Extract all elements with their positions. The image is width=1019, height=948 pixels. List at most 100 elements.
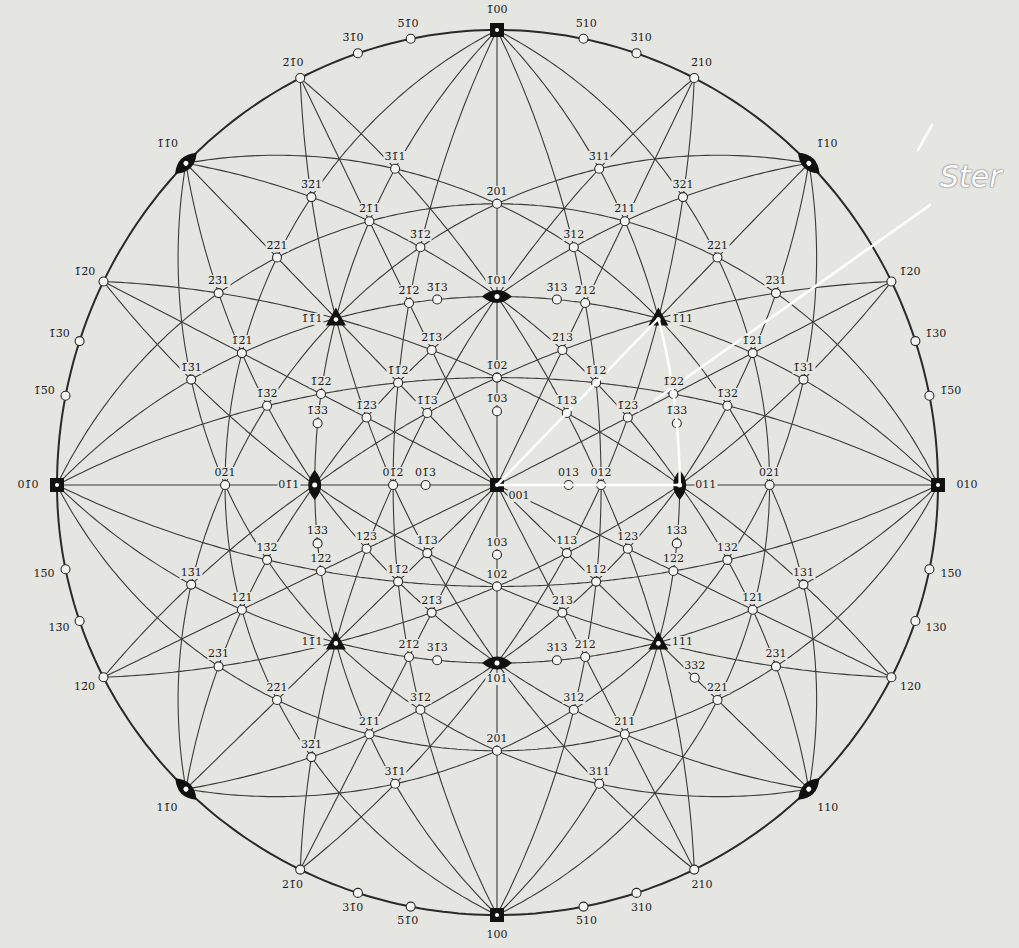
zone-circle — [300, 78, 694, 870]
pole-index: 12̄2 — [310, 553, 333, 565]
pole-circle — [75, 337, 84, 346]
pole-circle — [427, 346, 436, 355]
fourfold-square — [931, 478, 945, 492]
pole-circle — [765, 481, 774, 490]
pole-index: 120 — [899, 681, 922, 693]
twofold-lens — [482, 657, 512, 670]
pole-index: 2̄21 — [706, 240, 729, 252]
pole-circle — [925, 565, 934, 574]
pole-index: 1̄3̄0 — [48, 328, 71, 340]
zone-circle — [57, 297, 938, 486]
pole-circle — [772, 662, 781, 671]
pole-circle — [690, 673, 699, 682]
pole-circle — [713, 253, 722, 262]
pole-index: 102 — [486, 569, 509, 581]
pole-index: 311 — [588, 766, 611, 778]
pole-index: 1̄12 — [585, 365, 608, 377]
pole-index: 1̄2̄1 — [230, 335, 253, 347]
zone-circle — [186, 163, 809, 789]
pole-index: 131 — [792, 567, 815, 579]
pole-index: 1̄32 — [716, 388, 739, 400]
pole-index: 1̄20 — [899, 266, 922, 278]
zone-circle — [300, 78, 694, 870]
pole-index: 12̄1 — [230, 592, 253, 604]
pole-circle — [552, 656, 561, 665]
pole-index: 122 — [662, 553, 685, 565]
pole-index: 11̄0 — [156, 802, 179, 814]
pole-index: 01̄3 — [414, 467, 437, 479]
pole-index: 1̄3̄2 — [256, 388, 279, 400]
pole-circle — [263, 555, 272, 564]
pole-circle — [362, 544, 371, 553]
pole-circle — [405, 299, 414, 308]
pole-index: 2̄3̄1 — [207, 275, 230, 287]
stereographic-triangle — [497, 319, 680, 486]
pole-index: 3̄21 — [672, 179, 695, 191]
pole-index: 23̄1 — [207, 648, 230, 660]
zone-circle — [497, 30, 601, 915]
symbol-dot — [495, 294, 500, 299]
zone-circle — [186, 163, 809, 789]
pole-index: 1̄3̄3 — [306, 405, 329, 417]
pole-index: 13̄2 — [256, 542, 279, 554]
threefold-triangle — [326, 631, 346, 649]
pole-circle — [99, 277, 108, 286]
pole-index: 313 — [545, 642, 568, 654]
pole-circle — [391, 164, 400, 173]
pole-circle — [273, 696, 282, 705]
pole-circle — [925, 391, 934, 400]
pole-index: 1̄50 — [939, 385, 962, 397]
pole-index: 2̄1̄0 — [281, 57, 304, 69]
pole-index: 210 — [691, 879, 714, 891]
pole-index: 3̄1̄3 — [426, 282, 449, 294]
pole-circle — [690, 74, 699, 83]
pole-index: 1̄33 — [665, 405, 688, 417]
symbol-dot — [334, 317, 339, 322]
pole-index: 1̄11 — [671, 313, 694, 325]
symbol-dot — [805, 786, 812, 793]
twofold-lens — [171, 774, 201, 805]
pole-circle — [772, 289, 781, 298]
twofold-lens — [308, 470, 321, 500]
pole-index: 3̄1̄0 — [342, 32, 365, 44]
zone-circle — [300, 78, 694, 870]
pole-index: 2̄13 — [551, 332, 574, 344]
pole-circle — [723, 401, 732, 410]
zone-circle — [104, 282, 892, 678]
pole-circle — [365, 730, 374, 739]
pole-circle — [632, 49, 641, 58]
zone-circle — [178, 163, 809, 796]
fourfold-square — [490, 908, 504, 922]
pole-circle — [427, 608, 436, 617]
pole-index: 1̄10 — [816, 138, 839, 150]
pole-circle — [623, 544, 632, 553]
pole-circle — [365, 217, 374, 226]
zone-circle — [178, 155, 809, 789]
pole-index: 13̄0 — [48, 622, 71, 634]
pole-circle — [595, 164, 604, 173]
fourfold-square — [50, 478, 64, 492]
pole-circle — [911, 617, 920, 626]
pole-circle — [423, 409, 432, 418]
twofold-lens — [171, 148, 202, 178]
fourfold-square — [490, 23, 504, 37]
twofold-lens — [482, 657, 512, 670]
pole-index: 2̄01 — [486, 186, 509, 198]
pole-index: 1̄30 — [924, 328, 947, 340]
pole-circle — [221, 481, 230, 490]
pole-circle — [493, 199, 502, 208]
pole-index: 51̄0 — [396, 915, 419, 927]
pole-index: 1̄2̄2 — [310, 376, 333, 388]
pole-circle — [362, 413, 371, 422]
pole-circle — [911, 337, 920, 346]
pole-circle — [237, 349, 246, 358]
pole-index: 12̄0 — [73, 681, 96, 693]
threefold-triangle — [326, 631, 346, 649]
pole-circle — [273, 253, 282, 262]
pole-circle — [75, 617, 84, 626]
pole-circle — [748, 349, 757, 358]
pole-index: 32̄1 — [300, 739, 323, 751]
pole-index: 1̄03 — [486, 393, 509, 405]
pole-index: 130 — [924, 622, 947, 634]
zone-circle — [186, 163, 809, 789]
